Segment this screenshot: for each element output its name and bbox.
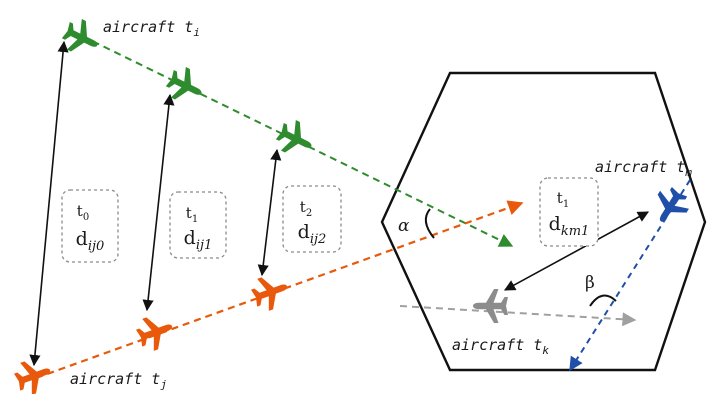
aircraft-blue-icon	[646, 182, 694, 231]
svg-text:dij0: dij0	[76, 228, 105, 254]
svg-text:dij1: dij1	[184, 227, 213, 253]
svg-text:dij2: dij2	[298, 221, 327, 247]
box-d-km1	[539, 177, 599, 247]
aircraft-green-icon	[272, 115, 319, 162]
aircraft-green-icon	[58, 14, 105, 61]
angle-arc-beta	[589, 294, 617, 307]
trajectory-gray	[399, 305, 637, 327]
aircraft-j-label: aircraft tj	[70, 370, 167, 391]
aircraft-orange-icon	[248, 270, 293, 315]
box-d-ij1	[169, 191, 227, 259]
sector-hexagon	[380, 71, 707, 372]
box-d-ij0	[61, 189, 119, 263]
distance-arrow-d-ij0	[29, 40, 69, 367]
distance-arrow-d-ij1	[142, 93, 175, 312]
svg-text:dkm1: dkm1	[549, 213, 590, 239]
svg-text:t2: t2	[300, 198, 312, 219]
angle-arc-alpha	[424, 208, 435, 239]
angle-alpha-label: α	[398, 216, 410, 236]
aircraft-gray-icon	[473, 289, 508, 323]
box-d-ij2	[282, 185, 342, 253]
aircraft-orange-icon	[133, 310, 178, 355]
distance-arrow-d-ij2	[257, 148, 282, 277]
trajectory-green	[81, 35, 514, 247]
svg-text:t1: t1	[557, 189, 569, 210]
distance-arrow-d-km1	[504, 211, 649, 291]
aircraft-k-label: aircraft tk	[452, 336, 549, 357]
angle-beta-label: β	[585, 273, 595, 293]
aircraft-m-label: aircraft tm	[595, 158, 692, 179]
svg-text:t1: t1	[186, 204, 198, 225]
aircraft-i-label: aircraft ti	[103, 18, 200, 39]
svg-text:t0: t0	[77, 202, 89, 223]
